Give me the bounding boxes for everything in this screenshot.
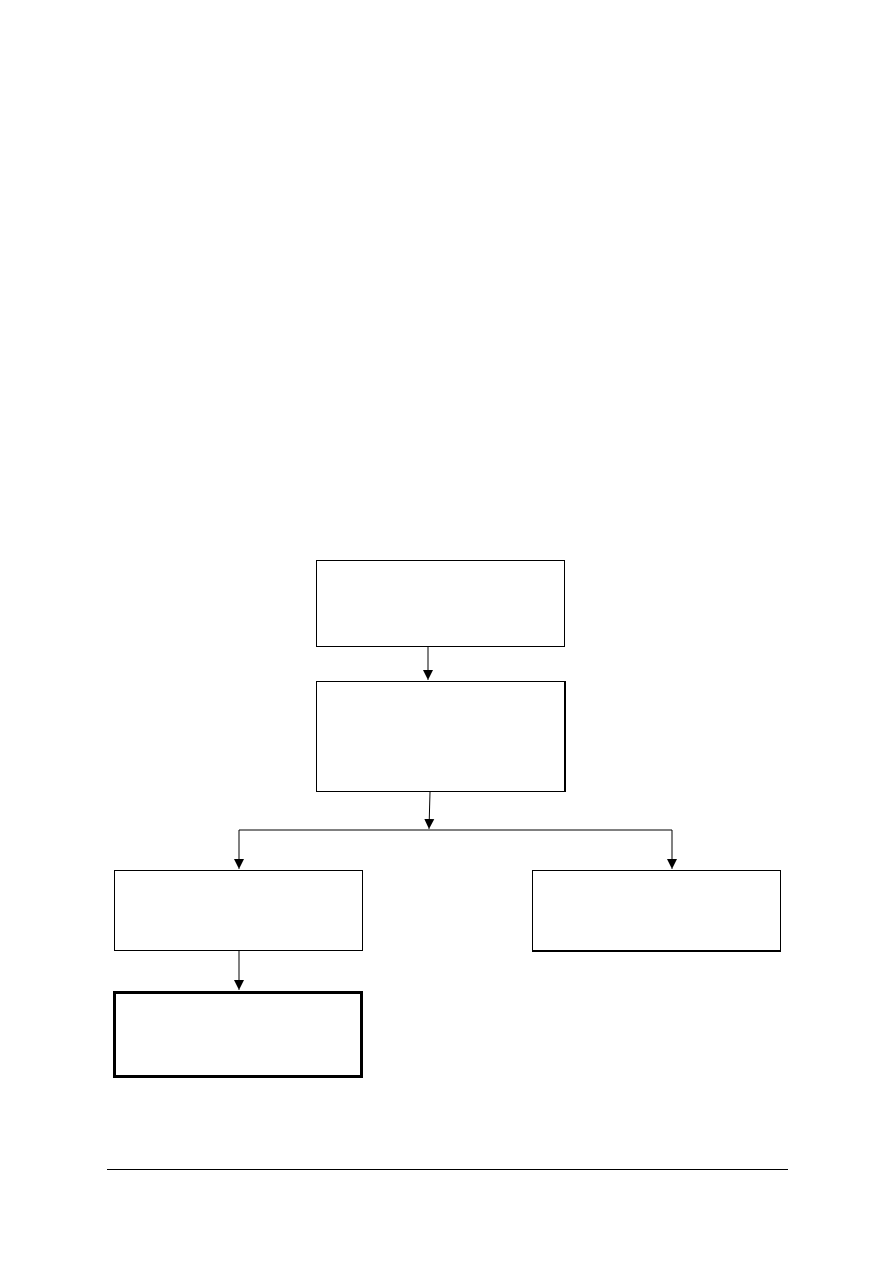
- flow-box-left: [114, 870, 363, 951]
- flow-box-top: [316, 560, 565, 647]
- footer-rule: [107, 1169, 788, 1170]
- flow-box-bottom: [113, 991, 363, 1078]
- flow-box-right: [532, 870, 781, 952]
- flow-box-second: [316, 681, 566, 792]
- arrow-second-to-split: [424, 791, 435, 830]
